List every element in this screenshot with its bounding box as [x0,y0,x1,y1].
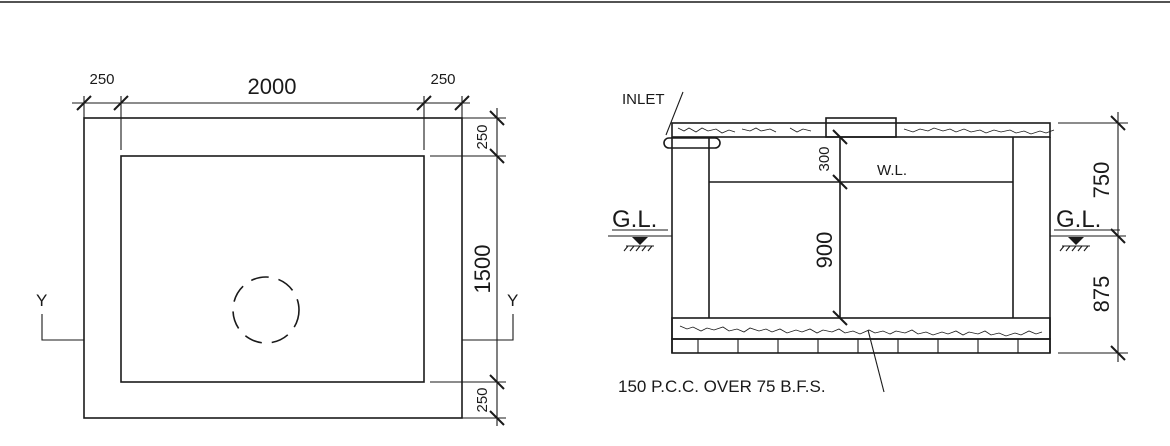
pcc-hatch [679,325,1043,337]
ground-level-right-label: G.L. [1056,206,1101,233]
manhole-circle [232,276,300,344]
ground-level-right: G.L. [1050,206,1126,252]
dim-right-main: 1500 [470,245,495,294]
dim-right-bottom: 250 [474,387,491,412]
section-mark-left-label: Y [36,291,47,310]
water-depth-dim: 900 [812,232,837,269]
bfs-joints [697,339,1019,353]
pcc-base-layer [671,317,1051,340]
freeboard-dim: 300 [816,146,833,171]
ground-level-left: G.L. [608,206,672,252]
manhole-cover [825,117,897,138]
bfs-layer [671,338,1051,354]
ground-level-left-label: G.L. [612,206,657,233]
height-above-gl: 750 [1089,162,1114,199]
plan-right-dimension: 250 1500 250 [430,108,506,426]
freeboard-tick-top [832,129,848,145]
inlet-pipe: INLET [622,91,721,149]
section-height-dimension: 750 875 [1058,112,1128,362]
plan-inner-wall [120,155,425,383]
water-level-label: W.L. [877,162,907,179]
depth-below-gl: 875 [1089,276,1114,313]
plan-view: Y Y 250 2000 250 [36,71,518,426]
dim-right-top: 250 [474,124,491,149]
inlet-label: INLET [622,91,665,108]
section-view: W.L. 300 900 [608,91,1128,396]
base-note: 150 P.C.C. OVER 75 B.F.S. [618,377,826,396]
plan-outer-wall [83,117,463,419]
section-mark-right-label: Y [507,291,518,310]
dim-top-main: 2000 [248,74,297,99]
plan-top-dimension: 250 2000 250 [72,71,470,150]
dim-top-left: 250 [89,71,114,88]
base-note-leader [867,329,885,393]
section-mark-right: Y [462,291,518,341]
section-mark-left: Y [36,291,84,341]
dim-top-right: 250 [430,71,455,88]
freeboard-tick-bottom [832,174,848,190]
top-slab-hatch [677,127,1055,135]
